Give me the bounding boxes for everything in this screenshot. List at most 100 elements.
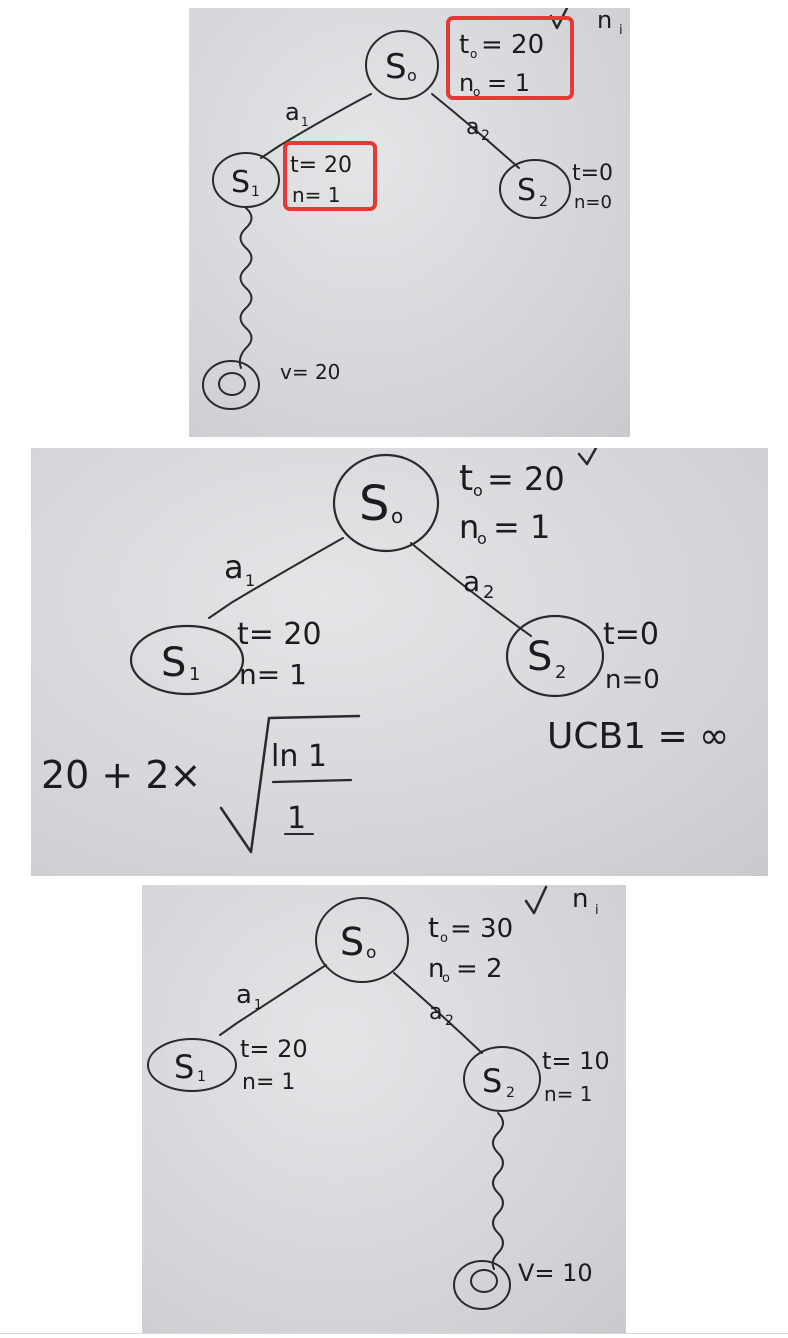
- s2-n: n=0: [574, 192, 612, 213]
- root-n-sub: o: [477, 529, 487, 548]
- tree-drawing-1: n i S o t o = 20 n o = 1 a 1 a 2 S 1 t= …: [202, 8, 623, 410]
- terminal-node-inner: [218, 372, 246, 396]
- formula-numerator: ln 1: [271, 739, 327, 774]
- s2-t: t=0: [603, 617, 659, 652]
- root-n-value: = 1: [487, 69, 530, 97]
- s1-node: [147, 1038, 237, 1092]
- root-t-value: = 20: [487, 460, 565, 498]
- s2-t: t= 10: [542, 1047, 610, 1075]
- edge-a2-line: [410, 542, 532, 637]
- root-node-label: S: [340, 920, 364, 964]
- edge-a2-sub: 2: [445, 1013, 454, 1029]
- edge-a1-line: [208, 537, 344, 619]
- root-n-sub: o: [473, 85, 480, 99]
- formula-fraction-bar: [271, 778, 353, 784]
- root-t-sub: o: [440, 931, 448, 946]
- rollout-squiggle: [238, 207, 253, 369]
- terminal-node-outer: [453, 1260, 511, 1310]
- root-node-label: S: [385, 47, 407, 87]
- edge-a1-line: [219, 964, 327, 1036]
- edge-a1-line: [260, 93, 372, 159]
- root-node: [315, 897, 409, 983]
- formula-sqrt-sign: [219, 714, 361, 854]
- root-node: [332, 453, 440, 553]
- s1-node-sub: 1: [251, 184, 260, 200]
- s2-node-sub: 2: [506, 1085, 515, 1101]
- edge-a2-label: a: [429, 1000, 442, 1025]
- rollout-squiggle: [491, 1112, 504, 1270]
- root-t-label: t: [459, 458, 473, 499]
- edge-a1-sub: 1: [254, 998, 262, 1013]
- root-n-value: = 1: [493, 508, 550, 546]
- s2-node: [499, 159, 571, 219]
- terminal-node-inner: [470, 1269, 498, 1293]
- s1-node-sub: 1: [197, 1069, 206, 1085]
- sqrt-mark: [524, 885, 548, 915]
- ucb-infinity-text: UCB1 = ∞: [547, 716, 729, 757]
- root-t-label: t: [428, 911, 439, 944]
- root-node-sub: o: [407, 66, 417, 85]
- s1-t: t= 20: [240, 1035, 308, 1063]
- s2-node-sub: 2: [539, 194, 548, 210]
- root-n-label: n: [459, 69, 474, 97]
- s1-node-label: S: [231, 165, 250, 200]
- s1-node-sub: 1: [189, 664, 200, 685]
- s1-node: [129, 624, 245, 696]
- s2-node-label: S: [482, 1062, 502, 1100]
- tree-drawing-2: S o t o = 20 n o = 1 a 1 a 2 S 1 t= 20 n…: [41, 448, 729, 854]
- root-node-sub: o: [391, 504, 403, 528]
- root-t-value: = 20: [481, 30, 544, 60]
- root-n-sub: o: [442, 971, 450, 986]
- s2-node: [505, 614, 605, 698]
- bottom-divider: [0, 1333, 788, 1334]
- corner-n: n: [572, 885, 588, 914]
- root-t-value: = 30: [450, 914, 513, 944]
- edge-a1-sub: 1: [245, 571, 255, 590]
- formula-denominator: 1: [287, 801, 306, 836]
- s1-t: t= 20: [290, 153, 352, 178]
- edge-a1-label: a: [236, 980, 252, 1010]
- edge-a2-sub: 2: [483, 582, 494, 603]
- tree-panel-1: n i S o t o = 20 n o = 1 a 1 a 2 S 1 t= …: [189, 8, 630, 437]
- formula-prefix: 20 + 2×: [41, 753, 201, 797]
- tree-drawing-3: n i S o t o = 30 n o = 2 a 1 a 2 S 1 t= …: [147, 885, 610, 1310]
- s1-n: n= 1: [292, 183, 341, 207]
- root-node-sub: o: [366, 943, 376, 963]
- s2-n: n= 1: [544, 1082, 593, 1106]
- root-t-label: t: [459, 30, 469, 60]
- terminal-node-outer: [202, 360, 260, 410]
- edge-a2-label: a: [466, 115, 479, 140]
- s1-t: t= 20: [237, 617, 322, 652]
- corner-n: n: [597, 8, 612, 34]
- edge-a1-label: a: [224, 548, 244, 586]
- s1-n: n= 1: [242, 1070, 295, 1095]
- s2-node-sub: 2: [555, 662, 566, 683]
- root-n-value: = 2: [456, 954, 503, 984]
- edge-a1-label: a: [285, 98, 300, 126]
- edge-a1-sub: 1: [301, 115, 309, 129]
- edge-a2-sub: 2: [481, 128, 490, 144]
- s1-node-label: S: [174, 1048, 194, 1086]
- corner-n-sub: i: [619, 23, 623, 38]
- root-n-label: n: [428, 954, 444, 984]
- root-t-sub: o: [470, 47, 477, 61]
- s2-n: n=0: [605, 665, 660, 695]
- s1-stats-highlight: [283, 141, 377, 211]
- root-stats-highlight: [446, 16, 574, 100]
- edge-a2-line: [431, 93, 520, 169]
- tree-panel-3: n i S o t o = 30 n o = 2 a 1 a 2 S 1 t= …: [142, 885, 626, 1333]
- terminal-value: v= 20: [280, 360, 340, 384]
- corner-n-sub: i: [595, 903, 599, 918]
- s2-t: t=0: [572, 161, 613, 186]
- s2-node: [463, 1046, 541, 1112]
- root-node: [365, 30, 439, 100]
- sqrt-mark-partial: [577, 448, 598, 466]
- s1-node: [212, 152, 280, 208]
- tree-panel-2: S o t o = 20 n o = 1 a 1 a 2 S 1 t= 20 n…: [31, 448, 768, 876]
- terminal-value: V= 10: [518, 1259, 593, 1287]
- s2-node-label: S: [527, 634, 552, 680]
- edge-a2-label: a: [463, 565, 480, 598]
- s1-node-label: S: [161, 640, 186, 686]
- edge-a2-line: [393, 972, 483, 1054]
- root-t-sub: o: [473, 481, 483, 500]
